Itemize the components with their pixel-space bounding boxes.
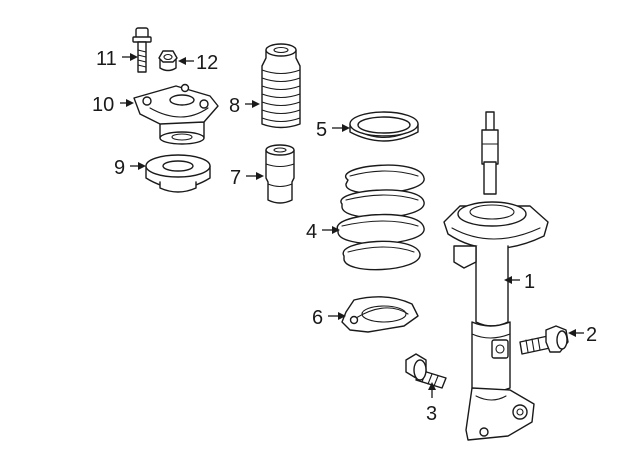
mount-nut-part[interactable] — [158, 50, 178, 72]
mount-bolt-part[interactable] — [132, 27, 152, 73]
callout-9[interactable]: 9 — [114, 157, 125, 179]
bump-stop-part[interactable] — [265, 144, 295, 204]
mount-bearing-part[interactable] — [145, 154, 211, 193]
coil-spring-part[interactable] — [336, 164, 425, 271]
callout-1[interactable]: 1 — [524, 271, 535, 293]
callout-6[interactable]: 6 — [312, 307, 323, 329]
callout-11[interactable]: 11 — [96, 48, 117, 70]
callout-7[interactable]: 7 — [230, 167, 241, 189]
strut-bolt-lower-part[interactable] — [405, 353, 447, 389]
callout-8[interactable]: 8 — [229, 95, 240, 117]
callout-5[interactable]: 5 — [316, 119, 327, 141]
strut-mount-part[interactable] — [133, 83, 219, 145]
strut-bolt-right-part[interactable] — [519, 325, 569, 355]
upper-spring-seat-part[interactable] — [349, 111, 419, 142]
callout-10[interactable]: 10 — [92, 94, 114, 116]
strut-part[interactable] — [443, 111, 549, 441]
callout-12[interactable]: 12 — [196, 52, 218, 74]
callout-labels: 1 2 3 4 5 6 7 8 9 10 11 12 — [92, 48, 597, 425]
callout-4[interactable]: 4 — [306, 221, 317, 243]
callout-leaders — [120, 53, 584, 398]
dust-boot-part[interactable] — [261, 43, 301, 129]
callout-2[interactable]: 2 — [586, 324, 597, 346]
callout-3[interactable]: 3 — [426, 403, 437, 425]
lower-spring-seat-part[interactable] — [341, 296, 419, 333]
